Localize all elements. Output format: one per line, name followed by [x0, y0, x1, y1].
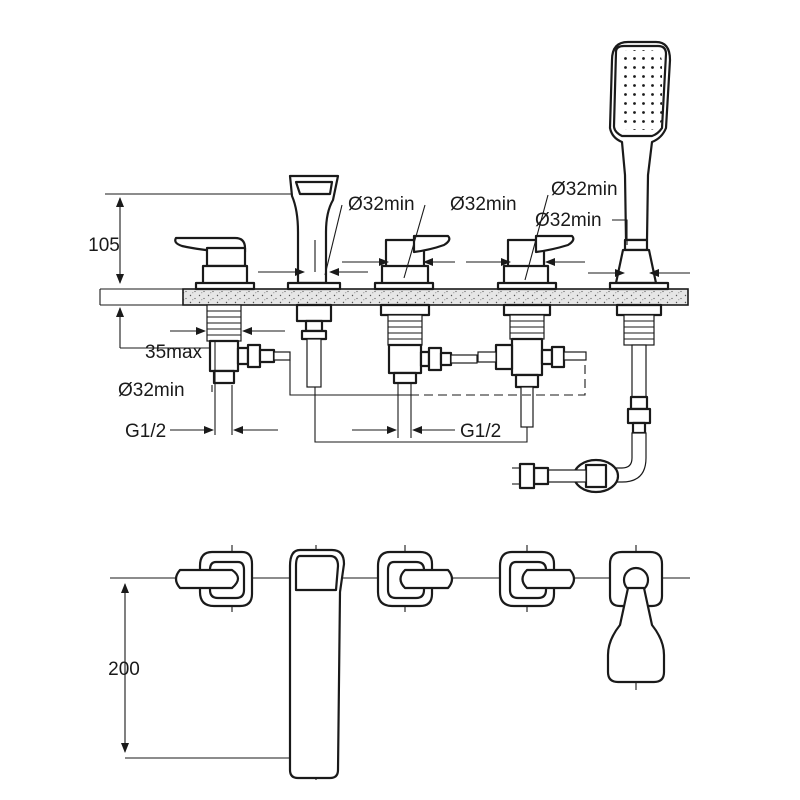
- dimension-105-label: 105: [88, 235, 120, 256]
- dimension-left-diameter-label: Ø32min: [118, 380, 185, 401]
- plan-center-handle: [376, 545, 454, 612]
- dimension-center-thread: G1/2: [352, 421, 501, 442]
- deck-slab: [182, 288, 689, 306]
- center-mixer: [342, 234, 478, 385]
- dimension-35max-label: 35max: [145, 342, 203, 363]
- dimension-center-diameter-label: Ø32min: [450, 194, 517, 215]
- supply-loop-bottom: [314, 387, 528, 443]
- dimension-right-diameter-top-label: Ø32min: [551, 179, 618, 200]
- supply-loop-left: [289, 360, 410, 396]
- dimension-right-diameter-bottom-label: Ø32min: [535, 210, 602, 231]
- dimension-200: 200: [108, 583, 300, 759]
- plan-right-handle: [498, 545, 576, 612]
- dimension-200-label: 200: [108, 659, 140, 680]
- dimension-center-diameter: Ø32min: [403, 194, 517, 279]
- supply-loop-dash: [410, 360, 586, 396]
- plan-left-handle: [174, 545, 254, 612]
- hand-shower: [588, 40, 690, 398]
- dimension-35max: 35max: [116, 307, 210, 363]
- right-mixer: [466, 234, 587, 428]
- dimension-spout-diameter: Ø32min: [324, 194, 415, 276]
- dimension-right-diameter-top: Ø32min: [524, 179, 618, 281]
- dimension-left-thread: G1/2: [125, 421, 278, 442]
- plan-spout: [288, 545, 346, 780]
- spout: [258, 174, 368, 388]
- plan-hand-shower: [606, 545, 666, 690]
- dimension-left-diameter: Ø32min: [118, 340, 233, 435]
- mixer-handle-icon: [412, 234, 451, 254]
- dimension-105: 105: [88, 193, 300, 284]
- dimension-spout-diameter-label: Ø32min: [348, 194, 415, 215]
- dimension-left-thread-label: G1/2: [125, 421, 166, 442]
- mixer-handle-icon: [534, 234, 575, 254]
- shower-hose-icon: [512, 395, 652, 494]
- dimension-center-thread-label: G1/2: [460, 421, 501, 442]
- dimension-right-diameter-bottom: Ø32min: [535, 210, 628, 245]
